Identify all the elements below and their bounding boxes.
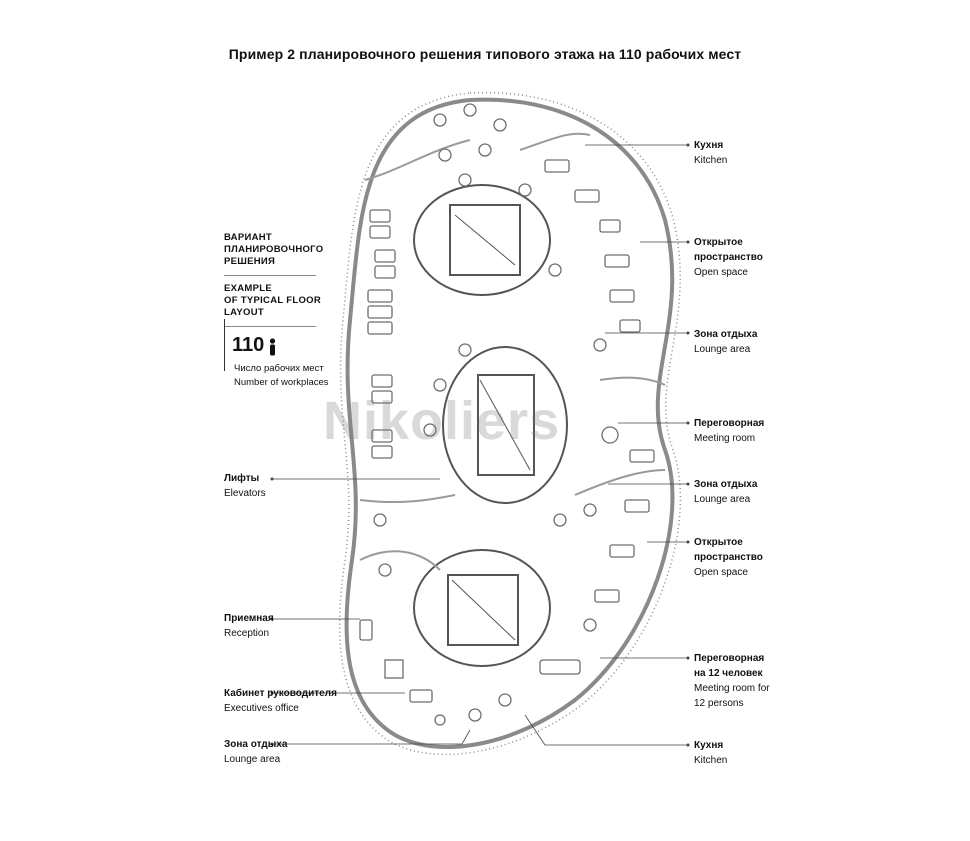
legend-divider (224, 326, 316, 327)
legend-heading-ru: ВАРИАНТ ПЛАНИРОВОЧНОГО РЕШЕНИЯ (224, 232, 344, 268)
callout-en: Reception (224, 628, 270, 639)
callout-en: Kitchen (694, 155, 728, 166)
workplaces-caption-en: Number of workplaces (234, 377, 329, 388)
callout-ru: Кабинет руководителя (224, 688, 337, 699)
leader-dots (270, 143, 690, 747)
callout-en: Kitchen (694, 755, 728, 766)
callout-ru: Кухня (694, 140, 724, 151)
core-bottom (413, 549, 551, 667)
callout-lounge-middle: Зона отдыха Lounge area (694, 477, 757, 507)
core-middle (442, 346, 568, 504)
callout-reception: Приемная Reception (224, 611, 274, 641)
callout-en: Meeting room for 12 persons (694, 683, 770, 709)
callout-ru: Открытое пространство (694, 537, 763, 563)
callout-ru: Кухня (694, 740, 724, 751)
callout-ru: Переговорная (694, 418, 765, 429)
legend-divider (224, 275, 316, 276)
furniture (359, 103, 655, 726)
callout-elevators: Лифты Elevators (224, 471, 266, 501)
callout-ru: Зона отдыха (694, 329, 758, 340)
callout-meeting-room: Переговорная Meeting room (694, 416, 764, 446)
workplaces-caption: Число рабочих мест Number of workplaces (224, 362, 344, 390)
legend-heading-en: EXAMPLE OF TYPICAL FLOOR LAYOUT (224, 283, 344, 319)
callout-ru: Зона отдыха (224, 739, 288, 750)
callout-kitchen-top: Кухня Kitchen (694, 138, 727, 168)
callout-en: Open space (694, 267, 748, 278)
callout-lounge-top: Зона отдыха Lounge area (694, 327, 757, 357)
callout-executives-office: Кабинет руководителя Executives office (224, 686, 337, 716)
workplaces-caption-ru: Число рабочих мест (234, 363, 324, 374)
legend-heading-en-line: EXAMPLE (224, 283, 273, 294)
callout-ru: Лифты (224, 473, 260, 484)
callout-en: Lounge area (224, 754, 281, 765)
callout-meeting-room-12: Переговорная на 12 человек Meeting room … (694, 651, 774, 711)
legend-accent-bar (224, 319, 225, 371)
callout-en: Open space (694, 567, 748, 578)
callout-lounge-bottom: Зона отдыха Lounge area (224, 737, 287, 767)
callout-en: Executives office (224, 703, 299, 714)
callout-en: Lounge area (694, 494, 751, 505)
legend: ВАРИАНТ ПЛАНИРОВОЧНОГО РЕШЕНИЯ EXAMPLE O… (224, 232, 344, 390)
legend-heading-ru-line: ВАРИАНТ (224, 232, 273, 243)
callout-ru: Приемная (224, 613, 274, 624)
callout-en: Meeting room (694, 433, 756, 444)
legend-heading-en-line: LAYOUT (224, 307, 264, 318)
callout-en: Lounge area (694, 344, 751, 355)
callout-kitchen-bottom: Кухня Kitchen (694, 738, 727, 768)
legend-heading-ru-line: ПЛАНИРОВОЧНОГО (224, 244, 324, 255)
core-top (413, 184, 551, 296)
leader-lines (272, 144, 688, 746)
callout-open-space-top: Открытое пространство Open space (694, 235, 774, 280)
callout-en: Elevators (224, 488, 266, 499)
legend-heading-en-line: OF TYPICAL FLOOR (224, 295, 321, 306)
building-outline-inner (338, 91, 682, 756)
page-title: Пример 2 планировочного решения типового… (228, 46, 742, 62)
callout-ru: Переговорная на 12 человек (694, 653, 765, 679)
watermark: Nikoliers (323, 391, 561, 451)
workplace-count-row: 110 (224, 334, 344, 356)
partitions (359, 132, 666, 571)
callout-open-space-bottom: Открытое пространство Open space (694, 535, 774, 580)
building-outline (344, 97, 675, 750)
workplace-count: 110 (232, 334, 265, 356)
legend-heading-ru-line: РЕШЕНИЯ (224, 256, 276, 267)
callout-ru: Зона отдыха (694, 479, 758, 490)
person-icon (270, 338, 276, 356)
callout-ru: Открытое пространство (694, 237, 763, 263)
